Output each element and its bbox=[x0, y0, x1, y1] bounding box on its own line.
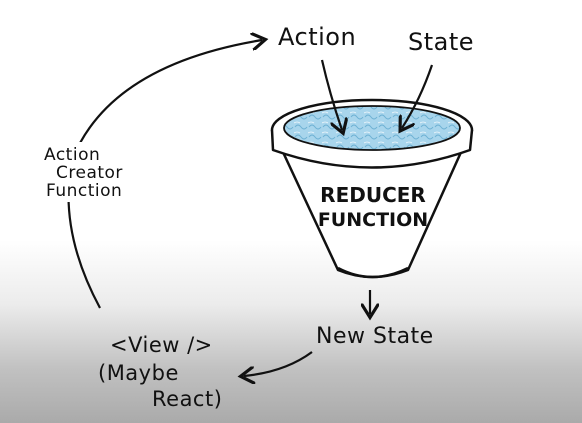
view-label-line3: React) bbox=[152, 387, 222, 411]
action-creator-label-line3: Function bbox=[46, 181, 122, 201]
action-label: Action bbox=[278, 23, 356, 51]
action-creator-label-line2: Creator bbox=[56, 163, 123, 183]
new-state-label: New State bbox=[316, 324, 434, 349]
water-icon bbox=[283, 105, 461, 151]
state-to-reducer-arrow bbox=[402, 64, 434, 128]
funnel-icon bbox=[270, 98, 474, 279]
action-creator-label-line1: Action bbox=[44, 145, 100, 165]
action-creator-label-backdrop bbox=[38, 142, 142, 202]
reducer-label-line2: FUNCTION bbox=[318, 209, 428, 231]
view-label-line2: (Maybe bbox=[98, 361, 179, 385]
state-label: State bbox=[408, 28, 474, 56]
reducer-label-line1: REDUCER bbox=[320, 183, 426, 207]
action-to-reducer-arrow bbox=[320, 59, 342, 130]
view-label-line1: <View /> bbox=[110, 333, 213, 357]
newstate-to-view-arrow bbox=[244, 351, 313, 376]
